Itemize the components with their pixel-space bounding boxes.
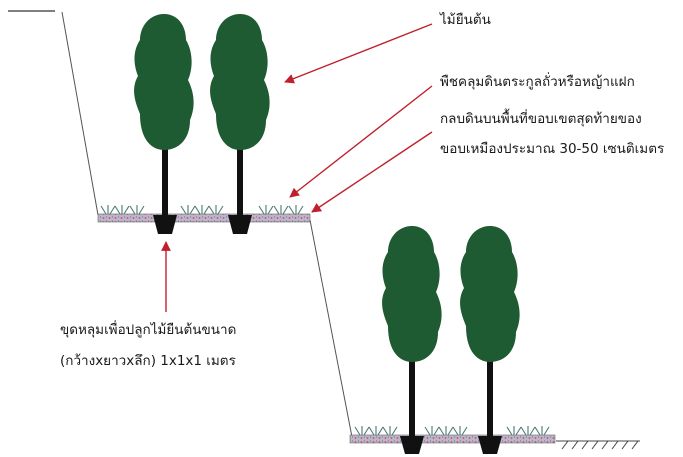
- grass-upper-bench: [101, 205, 303, 214]
- grass-lower-bench: [355, 426, 549, 435]
- label-bank-trim-line-1: กลบดินบนพื้นที่ขอบเขตสุดท้ายของ: [440, 113, 642, 127]
- arrow-to-trees: [285, 24, 432, 82]
- label-trees: ไม้ยืนต้น: [440, 14, 491, 28]
- label-planting-pit-line-2: (กว้างxยาวxลึก) 1x1x1 เมตร: [60, 355, 236, 369]
- tree-lower-2: [460, 226, 520, 440]
- label-ground-cover: พืชคลุมดินตระกูลถั่วหรือหญ้าแฝก: [440, 76, 635, 90]
- tree-upper-2: [210, 14, 270, 220]
- upper-bench-soil: [98, 214, 310, 222]
- tree-upper-1: [134, 14, 194, 220]
- slope-line-lower: [310, 220, 352, 437]
- ground-hatch-right: [556, 441, 640, 449]
- arrow-to-ground-cover: [290, 86, 432, 197]
- arrow-to-bank-edge: [312, 132, 432, 212]
- label-planting-pit-line-1: ขุดหลุมเพื่อปลูกไม้ยืนต้นขนาด: [60, 324, 236, 338]
- label-bank-trim-line-2: ขอบเหมืองประมาณ 30-50 เซนติเมตร: [440, 143, 664, 157]
- slope-line-upper: [62, 12, 98, 215]
- tree-lower-1: [382, 226, 442, 440]
- lower-bench-soil: [350, 435, 555, 443]
